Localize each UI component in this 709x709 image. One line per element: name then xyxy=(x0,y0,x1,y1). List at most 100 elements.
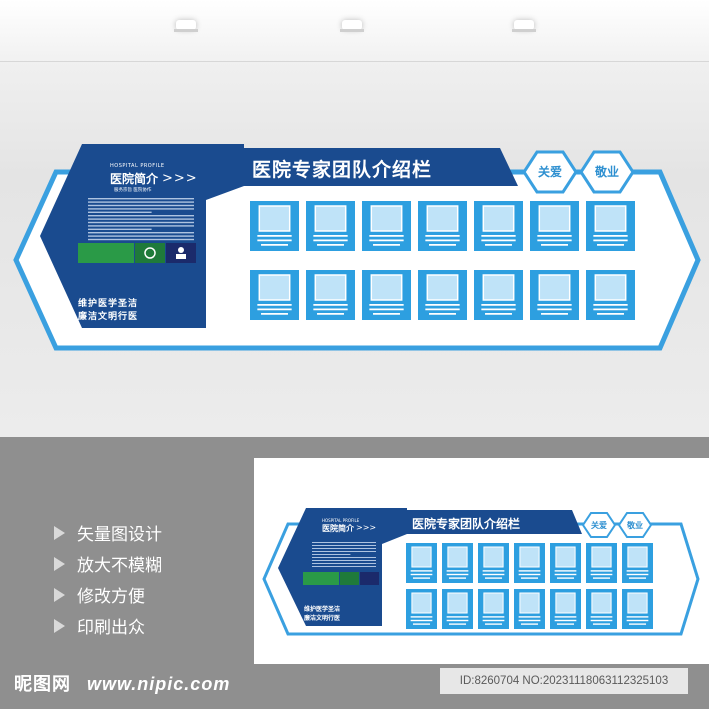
play-icon xyxy=(54,587,65,602)
expert-caption-line xyxy=(410,573,433,576)
expert-caption-line xyxy=(448,623,467,625)
expert-caption-line xyxy=(257,308,292,311)
preview-image-green xyxy=(303,572,339,585)
expert-caption-line xyxy=(313,304,348,306)
profile-image-green xyxy=(78,243,134,263)
board-main xyxy=(13,144,701,351)
expert-caption-line xyxy=(317,244,344,246)
preview-expert-grid xyxy=(406,543,653,629)
badge-right-label: 敬业 xyxy=(594,165,619,179)
preview-profile-heading: 医院简介 >>> xyxy=(322,523,376,534)
preview-slogan-line2: 廉洁文明行医 xyxy=(304,615,341,622)
feature-item: 印刷出众 xyxy=(54,613,145,638)
expert-caption-line xyxy=(425,308,460,311)
expert-caption-line xyxy=(369,239,404,242)
expert-photo xyxy=(555,592,576,614)
profile-en: HOSPITAL PROFILE xyxy=(110,163,165,169)
profile-text-line xyxy=(88,225,194,227)
profile-text-line xyxy=(88,204,194,207)
expert-caption-line xyxy=(410,570,433,572)
expert-caption-line xyxy=(520,623,539,625)
expert-caption-line xyxy=(482,616,505,618)
expert-caption-line xyxy=(412,577,431,579)
profile-text-line xyxy=(88,218,194,220)
profile-text-line xyxy=(312,560,376,561)
expert-caption-line xyxy=(554,616,577,618)
expert-photo xyxy=(519,592,540,614)
expert-caption-line xyxy=(590,573,613,576)
expert-grid xyxy=(250,201,635,320)
expert-photo xyxy=(519,546,540,568)
expert-caption-line xyxy=(590,619,613,622)
expert-caption-line xyxy=(481,308,516,311)
expert-photo xyxy=(627,592,648,614)
people-icon-body xyxy=(176,254,186,259)
expert-photo xyxy=(538,274,571,301)
expert-caption-line xyxy=(313,308,348,311)
title-ribbon xyxy=(240,148,518,186)
expert-caption-line xyxy=(373,244,400,246)
profile-text-line xyxy=(312,551,376,552)
ceiling-edge xyxy=(0,61,709,62)
slogan-line1: 维护医学圣洁 xyxy=(78,299,139,309)
expert-caption-line xyxy=(410,616,433,618)
preview-image-globe xyxy=(340,572,359,585)
expert-caption-line xyxy=(628,623,647,625)
expert-caption-line xyxy=(518,573,541,576)
preview-image-people xyxy=(360,572,379,585)
feature-item: 矢量图设计 xyxy=(54,520,162,545)
preview-badge-left xyxy=(581,512,617,538)
expert-caption-line xyxy=(261,244,288,246)
expert-photo xyxy=(258,205,291,232)
expert-caption-line xyxy=(518,619,541,622)
preview-badge-right-label: 敬业 xyxy=(627,521,643,530)
profile-text-line xyxy=(88,211,152,213)
expert-caption-line xyxy=(554,570,577,572)
expert-photo xyxy=(426,205,459,232)
expert-caption-line xyxy=(429,244,456,246)
preview-title: 医院专家团队介绍栏 xyxy=(412,517,521,531)
site-brand[interactable]: 昵图网 www.nipic.com xyxy=(14,670,230,696)
expert-caption-line xyxy=(446,570,469,572)
expert-caption-line xyxy=(484,577,503,579)
profile-text-line xyxy=(312,542,376,543)
profile-text-line xyxy=(88,221,194,224)
expert-caption-line xyxy=(425,235,460,237)
preview-badge-right xyxy=(617,512,653,538)
expert-caption-line xyxy=(592,577,611,579)
expert-photo xyxy=(483,546,504,568)
expert-photo xyxy=(482,274,515,301)
profile-text-line xyxy=(88,198,194,200)
expert-caption-line xyxy=(481,235,516,237)
expert-caption-line xyxy=(369,308,404,311)
expert-photo xyxy=(482,205,515,232)
profile-text-line xyxy=(312,563,376,564)
expert-caption-line xyxy=(597,244,624,246)
profile-image-globe xyxy=(135,243,165,263)
expert-caption-line xyxy=(257,239,292,242)
expert-caption-line xyxy=(425,304,460,306)
expert-caption-line xyxy=(556,623,575,625)
expert-caption-line xyxy=(482,619,505,622)
expert-caption-line xyxy=(592,623,611,625)
feature-label: 放大不模糊 xyxy=(77,556,162,576)
expert-caption-line xyxy=(369,304,404,306)
expert-caption-line xyxy=(541,313,568,315)
expert-caption-line xyxy=(448,577,467,579)
profile-text-line xyxy=(312,566,376,567)
expert-caption-line xyxy=(537,239,572,242)
expert-caption-line xyxy=(520,577,539,579)
lamp-icon xyxy=(512,20,536,32)
preview-slogan-line1: 维护医学圣洁 xyxy=(304,606,341,613)
expert-caption-line xyxy=(482,570,505,572)
preview-profile-arrows: >>> xyxy=(356,523,377,532)
expert-caption-line xyxy=(373,313,400,315)
expert-caption-line xyxy=(425,239,460,242)
preview-title-ribbon xyxy=(404,510,582,534)
badge-left-label: 关爱 xyxy=(537,165,562,179)
expert-caption-line xyxy=(485,244,512,246)
badge-left xyxy=(522,150,578,194)
profile-text-line xyxy=(88,232,194,234)
expert-caption-line xyxy=(554,619,577,622)
profile-text-line xyxy=(88,201,194,203)
